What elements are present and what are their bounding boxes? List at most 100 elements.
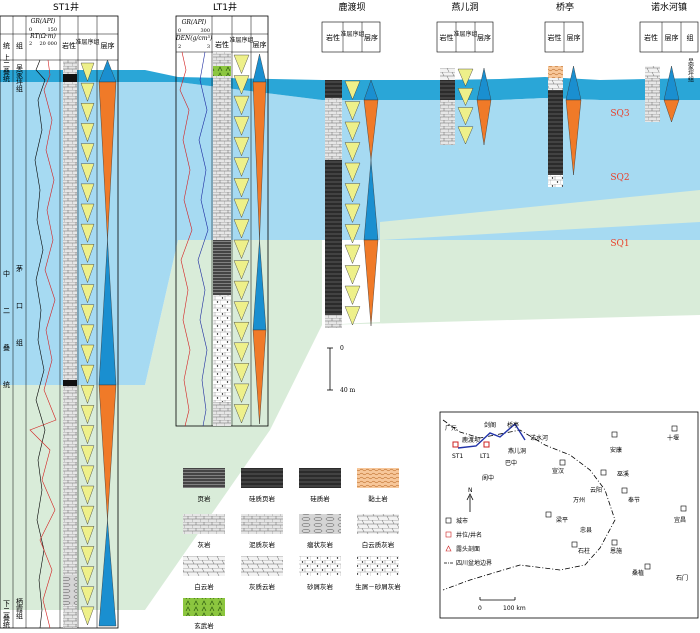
map-city-yichang: 宜昌 [674,516,686,524]
legend-label-bioclastic: 生屑－砂屑灰岩 [355,582,401,591]
nsh-sq2-falling-triangle [663,99,680,123]
lt1-gr-label: GR(API) [182,19,207,26]
lt1-gr-lo: 0 [178,28,181,34]
st1-upper-series: 上二叠统 [3,53,11,83]
nsh-wujiaping: 吴家坪组 [687,58,694,82]
map-city-nuoshuihe: 诺水河 [530,434,548,442]
lt1-parasequence-triangle [233,198,250,218]
map-legend-outcrop: 露头剖面 [456,545,480,553]
section-line [457,422,526,449]
sequence-triangles [80,53,680,627]
ldb-col-zhunceng: 准层序组 [340,30,364,38]
ldb-parasequence-triangle [344,203,361,224]
yed-parasequence-triangle [457,68,474,87]
map-city-bazhong: 巴中 [505,459,517,467]
ldb-parasequence-triangle [344,183,361,203]
lt1-parasequence-triangle [233,301,250,321]
legend-label-calcareous-dolomite: 灰质云岩 [249,582,276,591]
lt1-parasequence-triangle [233,342,250,362]
map-city-jiange: 剑阁 [484,421,496,429]
qt-section [544,21,584,187]
lt1-sq1-falling-triangle [252,329,267,425]
yed-col-yanxing: 岩性 [440,33,454,42]
lt1-parasequence-triangle [233,363,250,383]
legend-swatch-clay [357,468,399,488]
st1-parasequence-triangle [80,143,95,163]
st1-parasequence-triangle [80,223,95,243]
svg-text:40 m: 40 m [340,387,356,394]
map-city-sangzhi: 桑植 [632,569,644,577]
legend-label-dolomite: 白云岩 [194,582,214,591]
lt1-sq2-falling-triangle [252,81,267,241]
map-city-qiaoting: 桥亭 [507,421,519,429]
st1-col-yanxing: 岩性 [62,41,76,50]
lt1-title: LT1井 [213,1,237,13]
map-city-langzhong: 阆中 [482,474,494,482]
nsh-col-yanxing: 岩性 [644,33,658,42]
map-north: N [468,487,473,494]
legend-swatch-bioclastic [357,556,399,576]
sq1-right-band [380,190,700,240]
sq1-band [0,222,700,610]
map-scale-zero: 0 [478,605,482,612]
lt1-parasequence-triangle [233,75,250,95]
qt-title: 桥亭 [556,1,574,13]
legend-label-basalt: 玄武岩 [194,621,214,630]
lt1-parasequence-triangle [233,280,250,301]
lt1-parasequence-triangle [233,178,250,198]
st1-col-zu: 组 [16,41,23,50]
sq1-label: SQ1 [610,239,629,249]
st1-parasequence-triangle [80,465,95,485]
map-city-shizhu: 石柱 [578,547,590,555]
map-legend-boundary: 四川盆地边界 [456,559,492,567]
legend-swatch-limestone [183,514,225,534]
lt1-parasequence-triangle [233,383,250,403]
ldb-parasequence-triangle [344,285,361,306]
north-arrow-icon [466,493,474,512]
st1-middle-series: 中二叠统 [3,269,11,418]
st1-parasequence-triangle [80,364,95,384]
st1-parasequence-triangle [80,82,95,102]
lt1-parasequence-triangle [233,137,250,157]
lt1-parasequence-triangle [233,95,250,116]
legend-swatch-siliceous-shale [241,468,283,488]
legend-swatch-siliceous [299,468,341,488]
st1-parasequence-triangle [80,304,95,324]
nsh-title: 诺水河镇 [651,1,687,13]
yed-section [436,21,494,145]
lt1-parasequence-triangle [233,322,250,342]
scale-bar: 0 40 m [327,345,356,394]
st1-well-column [0,15,119,629]
st1-gr-label: GR(API) [31,18,56,25]
lt1-parasequence-triangle [233,219,250,239]
legend-swatch-calcarenite [299,556,341,576]
map-city-ankang: 安康 [610,446,622,454]
yed-title: 燕儿洞 [451,1,478,13]
lt1-den-label: DEN(g/cm³) [175,35,213,42]
legend-label-shale: 页岩 [198,494,212,503]
map-city-wanzhou: 万州 [573,497,585,504]
ldb-parasequence-triangle [344,80,361,101]
legend-label-limestone: 灰岩 [198,540,212,549]
st1-parasequence-triangle [80,103,95,123]
st1-parasequence-triangle [80,526,95,546]
ldb-col-cengxu: 层序 [364,33,378,42]
st1-parasequence-triangle [80,264,95,284]
st1-gr-lo: 0 [29,27,32,33]
ldb-parasequence-triangle [344,224,361,244]
st1-parasequence-triangle [80,485,95,505]
yed-parasequence-triangle [457,88,474,107]
st1-col-tong: 统 [3,41,10,50]
legend-swatch-calcareous-dolomite [241,556,283,576]
legend-label-siliceous: 硅质岩 [310,494,330,503]
st1-parasequence-triangle [80,405,95,425]
map-city-yanerdong: 燕儿洞 [508,447,526,455]
sq2-label: SQ2 [610,173,629,183]
st1-wujiaping: 吴家坪组 [16,64,24,92]
lt1-gr-hi: 300 [200,28,210,34]
ldb-parasequence-triangle [344,142,361,162]
legend-swatch-basalt [183,598,225,616]
legend-swatch-muddy-limestone [241,514,283,534]
st1-parasequence-triangle [80,344,95,364]
map-well-st1: ST1 [452,453,463,460]
